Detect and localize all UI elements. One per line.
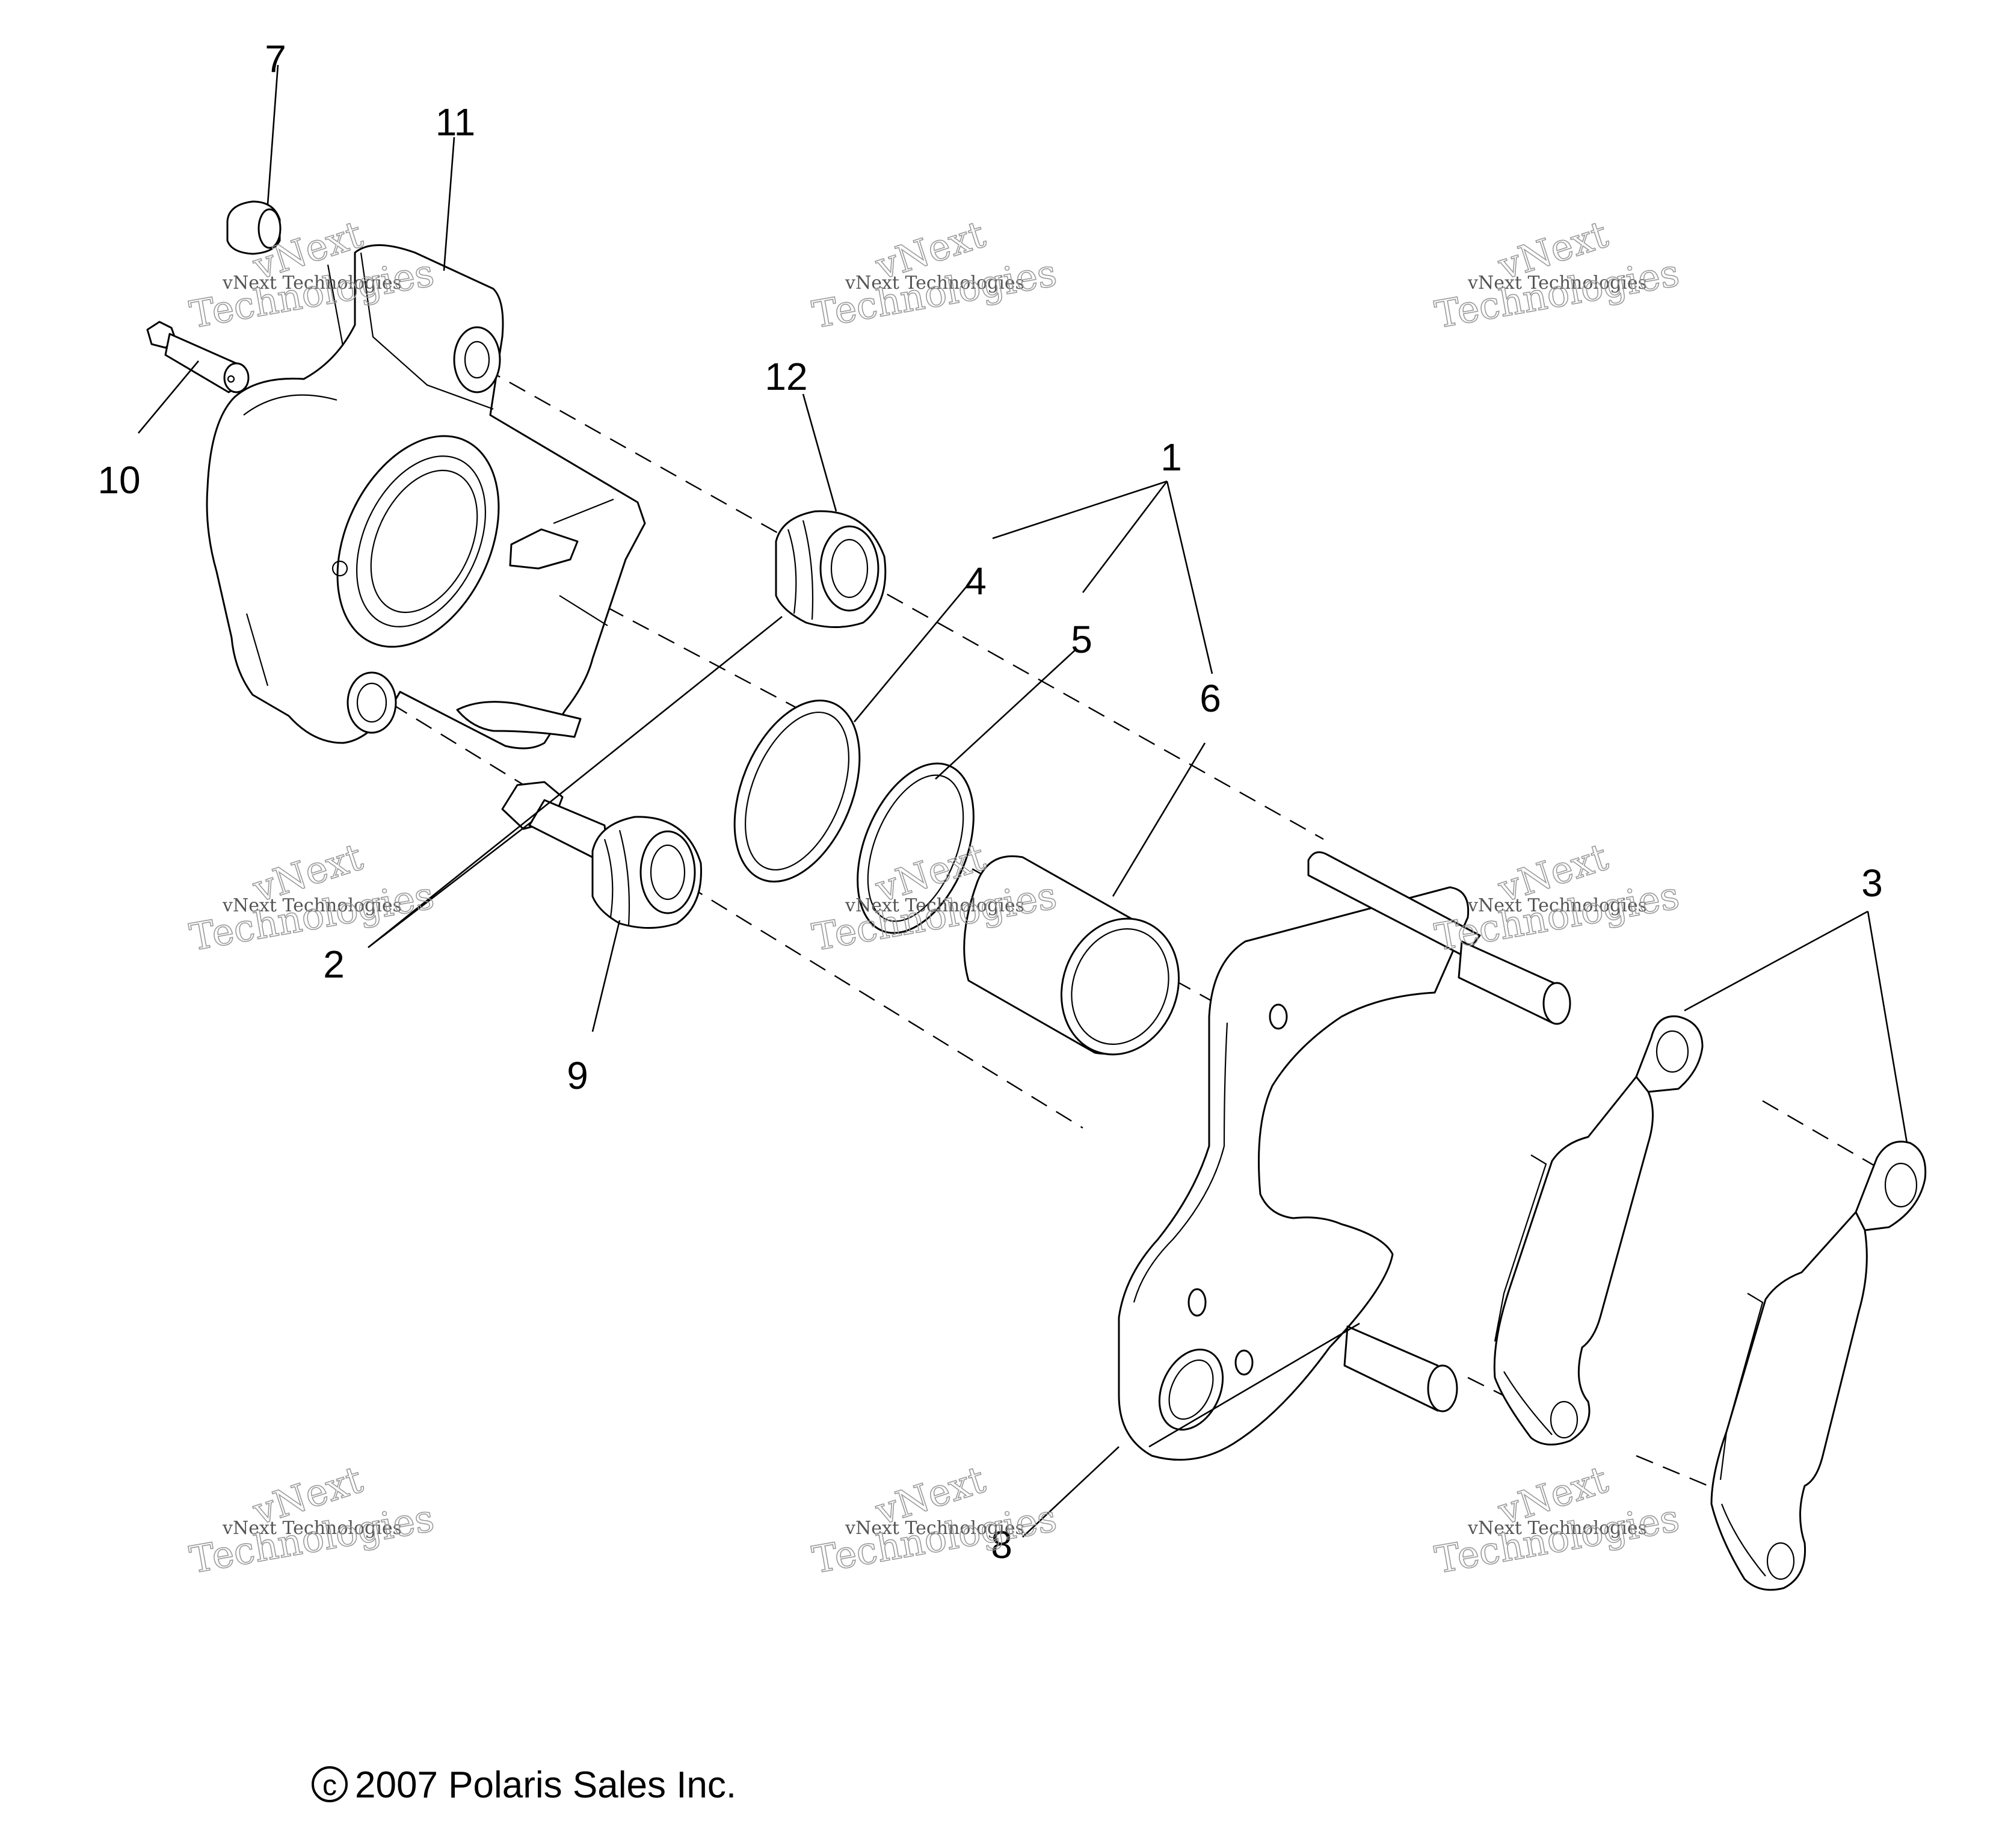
callout-labels: 1 2 3 4 5 6 7 8 9 10 11 12 (97, 37, 1882, 1566)
watermark-top-right: vNext vNext Technologies Technologies (1431, 212, 1683, 337)
boot-upper (775, 510, 887, 628)
copyright-notice: c 2007 Polaris Sales Inc. (312, 1764, 736, 1806)
svg-text:vNext Technologies: vNext Technologies (222, 273, 402, 294)
callout-7: 7 (265, 37, 286, 81)
callout-8: 8 (991, 1523, 1012, 1566)
copyright-symbol: c (322, 1770, 337, 1802)
svg-text:vNext Technologies: vNext Technologies (1467, 273, 1647, 294)
caliper-body (206, 244, 646, 750)
svg-text:vNext Technologies: vNext Technologies (845, 895, 1024, 916)
leader-lines (138, 64, 1908, 1538)
callout-2: 2 (323, 943, 345, 986)
callout-6: 6 (1200, 677, 1221, 720)
watermark-top-center: vNext vNext Technologies Technologies (808, 212, 1060, 337)
piston-seal-ring (733, 700, 861, 882)
watermark-bottom-center: vNext vNext Technologies Technologies (808, 1457, 1060, 1583)
bleeder-screw (146, 321, 250, 393)
svg-text:vNext Technologies: vNext Technologies (222, 1518, 402, 1539)
boot-lower (591, 816, 702, 929)
copyright-text: 2007 Polaris Sales Inc. (355, 1764, 736, 1806)
bleeder-cap (226, 200, 282, 255)
svg-text:vNext Technologies: vNext Technologies (1467, 895, 1647, 916)
callout-1: 1 (1160, 436, 1182, 479)
watermark-bottom-right: vNext vNext Technologies Technologies (1431, 1457, 1683, 1583)
piston (963, 855, 1180, 1056)
watermark-middle-right: vNext vNext Technologies Technologies (1431, 834, 1683, 960)
svg-text:vNext Technologies: vNext Technologies (845, 273, 1024, 294)
svg-text:vNext Technologies: vNext Technologies (845, 1518, 1024, 1539)
copyright-circle-icon (312, 1766, 348, 1802)
callout-12: 12 (765, 355, 807, 398)
callout-11: 11 (436, 100, 475, 144)
brake-pad-outer (1710, 1141, 1927, 1591)
svg-text:vNext Technologies: vNext Technologies (1467, 1518, 1647, 1539)
slide-pin (501, 781, 609, 858)
watermark-middle-left: vNext vNext Technologies Technologies (186, 834, 437, 960)
callout-5: 5 (1071, 618, 1092, 661)
callout-3: 3 (1861, 861, 1883, 905)
callout-9: 9 (567, 1054, 588, 1097)
brake-pad-inner (1493, 1015, 1704, 1446)
svg-text:vNext Technologies: vNext Technologies (222, 895, 402, 916)
callout-4: 4 (965, 559, 987, 603)
mounting-bracket (1118, 851, 1571, 1461)
callout-10: 10 (97, 458, 140, 502)
watermark-bottom-left: vNext vNext Technologies Technologies (186, 1457, 437, 1583)
